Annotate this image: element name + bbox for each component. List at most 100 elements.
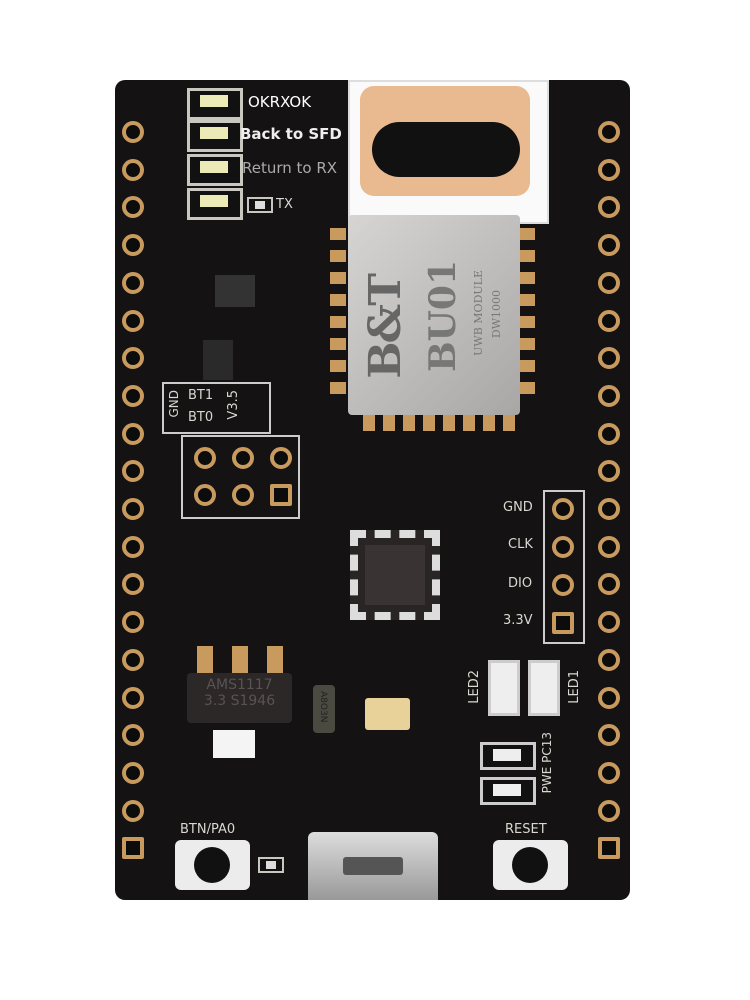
led1: [528, 660, 560, 716]
header-pin: [598, 422, 620, 445]
antenna-area: [348, 80, 549, 224]
header-pin: [122, 196, 144, 219]
label-bt0: BT0: [188, 410, 214, 425]
label-back-to-sfd: Back to SFD: [240, 125, 342, 143]
header-pin: [122, 837, 144, 860]
boot-jumper-header[interactable]: [181, 435, 300, 519]
header-pin: [598, 158, 620, 181]
header-pin: [122, 309, 144, 332]
label-bt1: BT1: [188, 388, 214, 403]
header-pin: [122, 460, 144, 483]
header-pin: [598, 686, 620, 709]
label-gnd: GND: [503, 500, 533, 515]
label-3v3: 3.3V: [503, 613, 533, 628]
module-pad: [483, 415, 495, 431]
smd-resistor: [258, 857, 284, 873]
smd-resistor: [247, 197, 273, 213]
transistor: [215, 275, 255, 307]
label-reset: RESET: [505, 822, 547, 837]
label-dio: DIO: [508, 576, 533, 591]
module-pad: [330, 338, 346, 350]
label-v35: V3.5: [226, 390, 241, 420]
module-model: BU01: [422, 260, 464, 372]
header-pin: [598, 309, 620, 332]
header-pin: [598, 799, 620, 822]
module-pad: [330, 272, 346, 284]
user-button[interactable]: [175, 840, 250, 890]
label-pwe-pc13: PWE PC13: [540, 732, 554, 794]
header-pin: [122, 611, 144, 634]
swd-header[interactable]: [543, 490, 585, 644]
led2: [488, 660, 520, 716]
module-pad: [443, 415, 455, 431]
header-pin: [598, 611, 620, 634]
label-clk: CLK: [508, 537, 533, 552]
header-pin: [122, 724, 144, 747]
header-pin: [122, 686, 144, 709]
header-pin: [122, 384, 144, 407]
module-pad: [503, 415, 515, 431]
header-pin: [598, 347, 620, 370]
module-pad: [383, 415, 395, 431]
module-pad: [519, 382, 535, 394]
header-pin: [598, 837, 620, 860]
module-brand: B&T: [360, 275, 411, 379]
boot-label-box: GND BT1 BT0 V3.5: [162, 382, 271, 434]
header-pin: [598, 648, 620, 671]
crystal: [203, 340, 233, 380]
micro-usb-port[interactable]: [308, 832, 438, 900]
module-pad: [519, 272, 535, 284]
module-pad: [463, 415, 475, 431]
header-pin: [122, 761, 144, 784]
module-line1: UWB MODULE: [472, 270, 485, 356]
led-okrxok: [187, 88, 243, 120]
label-tx: TX: [276, 197, 293, 212]
module-pad: [330, 228, 346, 240]
mosfet: A8O3N: [313, 685, 335, 733]
header-pin: [122, 573, 144, 596]
module-pad: [330, 250, 346, 262]
header-pin: [122, 498, 144, 520]
label-led1: LED1: [567, 670, 582, 704]
header-pin: [598, 535, 620, 558]
header-pin: [122, 535, 144, 558]
header-pin: [122, 121, 144, 143]
module-pad: [519, 228, 535, 240]
header-pin: [122, 648, 144, 671]
regulator-line2: 3.3 S1946: [203, 693, 276, 709]
regulator-line1: AMS1117: [206, 677, 273, 693]
module-pad: [519, 250, 535, 262]
label-btn-pa0: BTN/PA0: [180, 822, 236, 837]
module-pad: [423, 415, 435, 431]
header-pin: [122, 422, 144, 445]
module-pad: [363, 415, 375, 431]
header-pin: [598, 761, 620, 784]
header-pin: [598, 196, 620, 219]
module-pad: [330, 360, 346, 372]
uwb-module-shield: B&T BU01 UWB MODULE DW1000: [348, 215, 520, 415]
module-pad: [519, 316, 535, 328]
header-pin: [598, 724, 620, 747]
header-pin: [598, 234, 620, 257]
header-pin: [122, 347, 144, 370]
module-line2: DW1000: [490, 290, 503, 339]
module-pad: [330, 316, 346, 328]
label-boot-gnd: GND: [167, 390, 181, 418]
module-pad: [519, 294, 535, 306]
reset-button[interactable]: [493, 840, 568, 890]
pcb-board: OKRXOK Back to SFD Return to RX TX B&T B…: [115, 80, 630, 900]
module-pad: [330, 294, 346, 306]
led-sfd: [187, 120, 243, 152]
header-pin: [122, 799, 144, 822]
header-pin: [122, 271, 144, 294]
header-pin: [598, 271, 620, 294]
header-pin: [122, 158, 144, 181]
header-pin: [598, 573, 620, 596]
crystal-oscillator: [365, 698, 410, 730]
header-pin: [598, 498, 620, 520]
header-pin: [598, 384, 620, 407]
header-pin: [598, 460, 620, 483]
module-pad: [519, 360, 535, 372]
module-pad: [330, 382, 346, 394]
